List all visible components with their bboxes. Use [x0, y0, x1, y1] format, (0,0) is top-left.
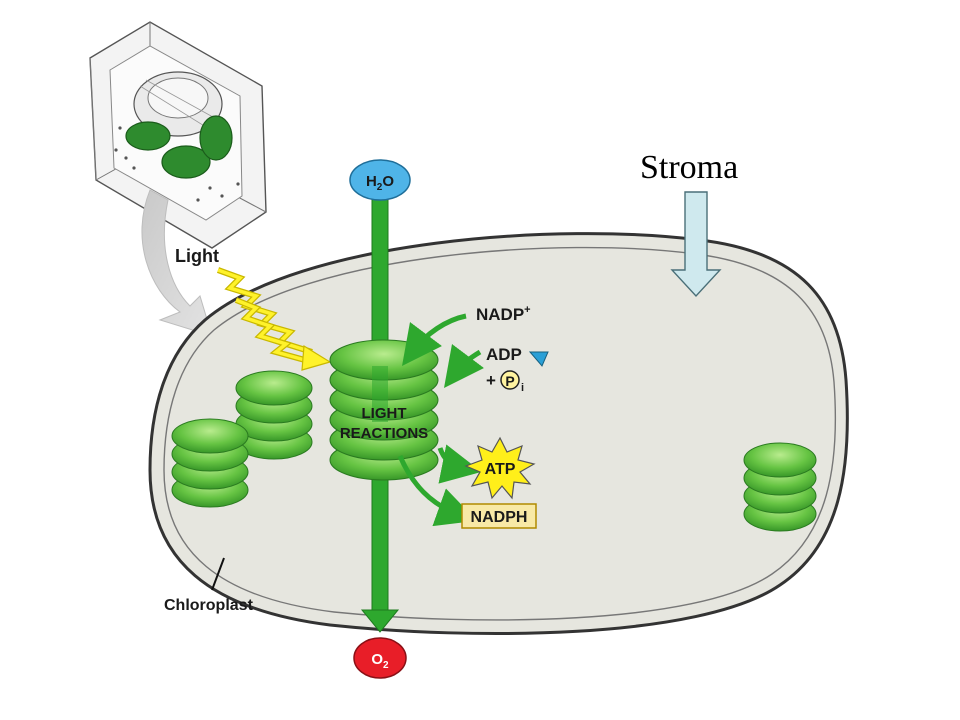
light-arrowhead	[301, 344, 332, 371]
phosphate-circle-icon	[500, 370, 520, 390]
nadph-arrow	[397, 455, 477, 527]
oxygen-label: O2	[371, 651, 389, 671]
phosphate-label: P	[505, 373, 514, 389]
oxygen-bubble	[353, 637, 407, 679]
phosphate-triangle-icon	[528, 351, 549, 367]
plus-label: +	[486, 371, 496, 390]
adp-label: ADP	[486, 345, 522, 364]
atp-label: ATP	[485, 461, 516, 478]
phosphate-subscript: i	[521, 382, 524, 394]
thylakoid-stack-left-front	[171, 418, 249, 508]
thylakoid-stack-left-back	[235, 370, 313, 460]
chloroplast-outline	[148, 232, 849, 635]
chloroplast-label: Chloroplast	[164, 597, 254, 614]
plant-cell-sketch	[89, 21, 267, 249]
light-label: Light	[175, 246, 219, 266]
oxygen-arrowhead	[360, 609, 400, 633]
stroma-label: Stroma	[640, 149, 738, 186]
water-bubble	[349, 159, 411, 201]
atp-arrow	[437, 444, 482, 484]
nadp-arrow	[401, 313, 467, 366]
nadp-label: NADP+	[476, 304, 531, 324]
nadph-label: NADPH	[471, 509, 528, 526]
atp-starburst-icon	[464, 436, 536, 500]
stroma-arrow	[670, 191, 722, 298]
light-reactions-label-line2: REACTIONS	[340, 425, 428, 442]
chloroplast-pointer-line	[211, 557, 225, 591]
adp-arrow	[443, 343, 485, 388]
zoom-arrow	[141, 189, 213, 337]
nadph-box	[461, 503, 537, 529]
thylakoid-stack-right	[743, 442, 817, 532]
light-reactions-label-line1: LIGHT	[362, 405, 407, 422]
water-label: H2O	[366, 173, 394, 193]
